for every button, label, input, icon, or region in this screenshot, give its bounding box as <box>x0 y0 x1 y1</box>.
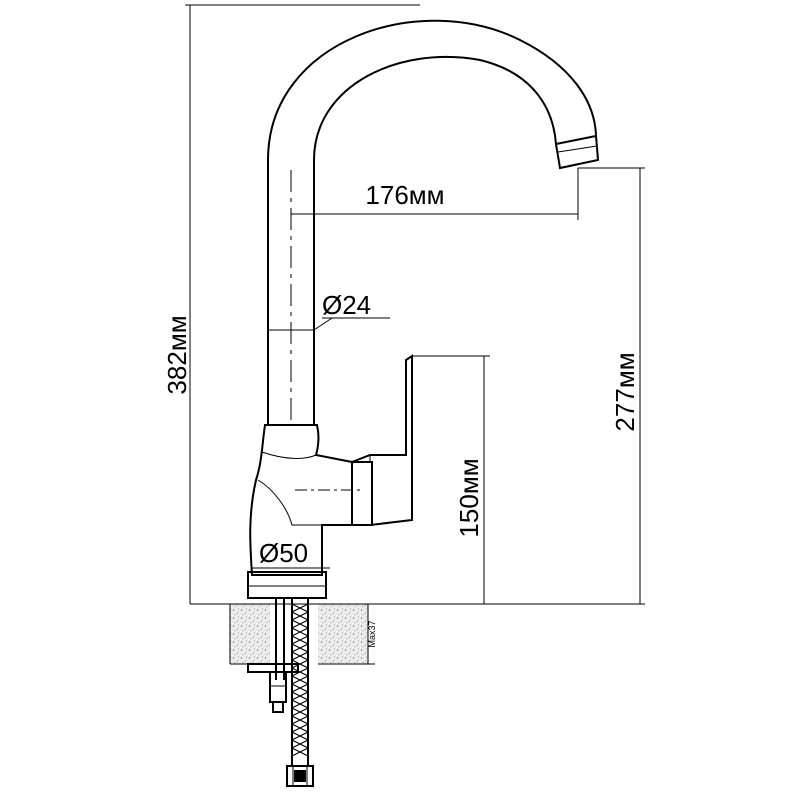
faucet-spout <box>267 19 600 425</box>
countertop <box>190 603 645 666</box>
lever-handle <box>351 354 413 526</box>
dim-base-diameter: Ø50 <box>259 538 308 568</box>
dim-total-height: 382мм <box>162 315 192 394</box>
mounting-hardware <box>247 597 314 787</box>
dim-tube-diameter: Ø24 <box>322 290 371 320</box>
faucet-body <box>247 424 362 599</box>
dim-max-thickness: Max37 <box>367 620 377 647</box>
dim-spout-height: 277мм <box>610 352 640 431</box>
dim-spout-reach: 176мм <box>365 180 444 210</box>
dimension-lines <box>185 4 645 665</box>
dim-lever-height: 150мм <box>454 458 484 537</box>
